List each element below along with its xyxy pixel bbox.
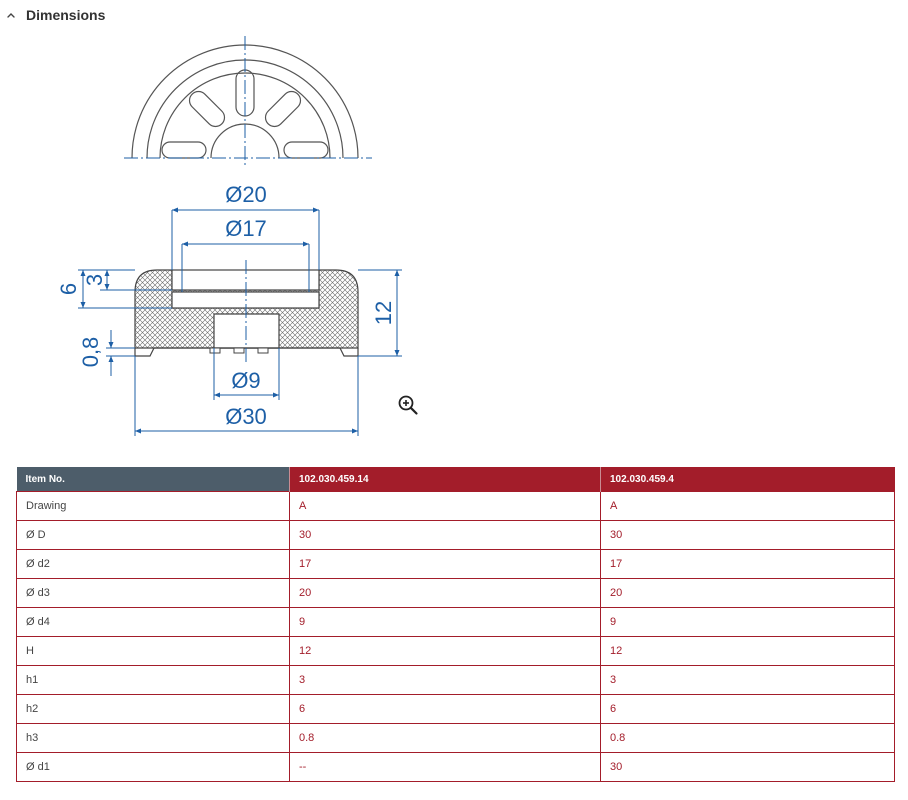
dimensions-table: Item No. 102.030.459.14 102.030.459.4 Dr… [16, 467, 895, 782]
row-value-product-2: 0.8 [600, 723, 895, 753]
zoom-in-icon[interactable] [397, 394, 419, 416]
header-product-1: 102.030.459.14 [289, 467, 601, 492]
table-row: h2 6 6 [16, 694, 895, 724]
header-item-no: Item No. [16, 467, 290, 492]
table-row: Ø d3 20 20 [16, 578, 895, 608]
table-row: Ø d1 -- 30 [16, 752, 895, 782]
chevron-up-icon [7, 13, 15, 18]
row-value-product-1: 3 [289, 665, 601, 695]
row-value-product-2: 6 [600, 694, 895, 724]
row-label: H [16, 636, 290, 666]
row-label: Ø D [16, 520, 290, 550]
row-value-product-1: A [289, 491, 601, 521]
section-title: Dimensions [26, 7, 106, 23]
dim-d3-label: Ø20 [225, 182, 267, 207]
row-label: Drawing [16, 491, 290, 521]
row-value-product-2: 17 [600, 549, 895, 579]
row-value-product-1: 6 [289, 694, 601, 724]
dim-H-label: 12 [371, 301, 396, 325]
row-label: Ø d4 [16, 607, 290, 637]
row-value-product-1: 9 [289, 607, 601, 637]
row-label: Ø d3 [16, 578, 290, 608]
row-label: h1 [16, 665, 290, 695]
table-row: h3 0.8 0.8 [16, 723, 895, 753]
table-row: h1 3 3 [16, 665, 895, 695]
row-value-product-2: 20 [600, 578, 895, 608]
row-label: Ø d1 [16, 752, 290, 782]
row-value-product-2: 30 [600, 520, 895, 550]
row-label: h2 [16, 694, 290, 724]
row-value-product-1: 12 [289, 636, 601, 666]
header-product-2: 102.030.459.4 [600, 467, 895, 492]
row-value-product-2: 12 [600, 636, 895, 666]
row-value-product-1: 17 [289, 549, 601, 579]
table-row: H 12 12 [16, 636, 895, 666]
dim-D-label: Ø30 [225, 404, 267, 429]
section-view [134, 260, 359, 364]
table-row: Ø d4 9 9 [16, 607, 895, 637]
table-row: Drawing A A [16, 491, 895, 521]
table-row: Ø D 30 30 [16, 520, 895, 550]
row-value-product-2: A [600, 491, 895, 521]
row-value-product-1: 30 [289, 520, 601, 550]
row-value-product-2: 30 [600, 752, 895, 782]
dim-h2-label: 6 [56, 283, 81, 295]
row-value-product-2: 3 [600, 665, 895, 695]
row-value-product-1: 20 [289, 578, 601, 608]
row-label: h3 [16, 723, 290, 753]
dimension-arrows [80, 207, 400, 434]
row-value-product-1: -- [289, 752, 601, 782]
dim-d4-label: Ø9 [231, 368, 260, 393]
table-header-row: Item No. 102.030.459.14 102.030.459.4 [16, 467, 895, 492]
row-value-product-2: 9 [600, 607, 895, 637]
dimensions-section-toggle[interactable]: Dimensions [4, 4, 105, 26]
dim-h1-label: 3 [82, 274, 107, 286]
row-label: Ø d2 [16, 549, 290, 579]
row-value-product-1: 0.8 [289, 723, 601, 753]
technical-drawing: Ø20 Ø17 Ø9 Ø30 12 6 3 0,8 [56, 36, 402, 436]
table-row: Ø d2 17 17 [16, 549, 895, 579]
dim-d2-label: Ø17 [225, 216, 267, 241]
dim-h3-label: 0,8 [78, 337, 103, 368]
